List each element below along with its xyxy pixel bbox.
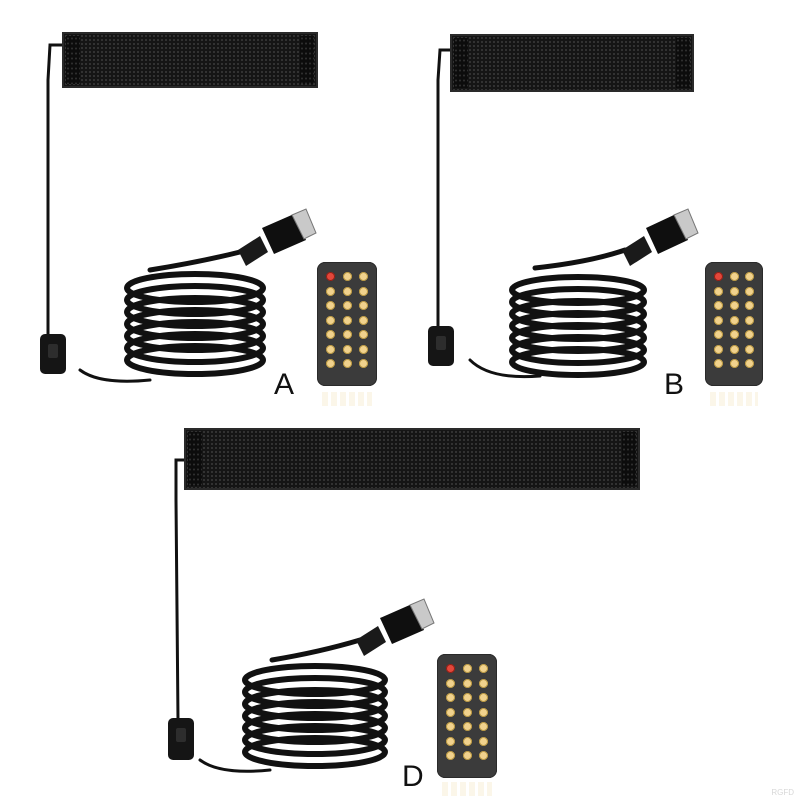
- remote-button: [359, 330, 368, 339]
- remote-b-reflection: [710, 392, 758, 406]
- remote-button: [479, 751, 488, 760]
- remote-button: [342, 286, 352, 296]
- remote-button: [359, 315, 368, 325]
- remote-b: [705, 262, 763, 386]
- remote-button: [714, 330, 723, 339]
- remote-button: [446, 707, 455, 717]
- remote-button: [729, 344, 739, 354]
- variant-label-a: A: [274, 368, 295, 401]
- remote-button: [446, 736, 455, 746]
- remote-button: [342, 330, 352, 339]
- power-button-icon: [326, 272, 335, 281]
- remote-button: [446, 751, 455, 760]
- remote-button: [729, 359, 739, 368]
- remote-button: [714, 301, 723, 310]
- inline-switch-b: [428, 326, 454, 366]
- remote-button: [729, 315, 739, 325]
- remote-button: [462, 707, 472, 717]
- remote-button: [359, 286, 368, 296]
- remote-button: [745, 286, 754, 296]
- remote-button: [462, 678, 472, 688]
- remote-button: [326, 301, 335, 310]
- remote-button: [462, 693, 472, 702]
- remote-button: [714, 359, 723, 368]
- remote-button: [462, 664, 472, 673]
- remote-button: [479, 664, 488, 673]
- remote-button: [714, 286, 723, 296]
- remote-button: [745, 315, 754, 325]
- remote-button: [342, 272, 352, 281]
- remote-a-reflection: [322, 392, 372, 406]
- remote-button: [446, 678, 455, 688]
- power-button-icon: [446, 664, 455, 673]
- remote-button: [326, 344, 335, 354]
- remote-button: [479, 722, 488, 731]
- remote-button: [462, 751, 472, 760]
- remote-button: [326, 330, 335, 339]
- remote-button: [462, 722, 472, 731]
- remote-button: [479, 707, 488, 717]
- remote-button: [729, 301, 739, 310]
- inline-switch-a: [40, 334, 66, 374]
- led-panel-d: [184, 428, 640, 490]
- variant-label-b: B: [664, 368, 685, 401]
- remote-button: [326, 359, 335, 368]
- variant-label-d: D: [402, 760, 424, 793]
- remote-button: [359, 301, 368, 310]
- remote-button: [745, 359, 754, 368]
- led-panel-b: [450, 34, 694, 92]
- remote-d: [437, 654, 497, 778]
- remote-button: [479, 736, 488, 746]
- remote-button: [342, 359, 352, 368]
- watermark: RGFD: [771, 788, 794, 797]
- remote-button: [359, 344, 368, 354]
- remote-button: [342, 315, 352, 325]
- remote-button: [745, 330, 754, 339]
- cable-b: [436, 48, 647, 379]
- usb-plug-b: [622, 208, 699, 266]
- remote-button: [359, 359, 368, 368]
- remote-button: [745, 272, 754, 281]
- remote-a: [317, 262, 377, 386]
- usb-plug-a: [238, 208, 317, 266]
- remote-button: [745, 344, 754, 354]
- power-button-icon: [714, 272, 723, 281]
- remote-button: [446, 693, 455, 702]
- remote-button: [342, 301, 352, 310]
- cable-a: [46, 43, 266, 383]
- usb-plug-d: [356, 598, 435, 656]
- remote-button: [729, 272, 739, 281]
- remote-button: [714, 344, 723, 354]
- remote-button: [326, 315, 335, 325]
- remote-button: [479, 693, 488, 702]
- remote-button: [745, 301, 754, 310]
- led-panel-a: [62, 32, 318, 88]
- cable-d: [174, 458, 388, 773]
- remote-d-reflection: [442, 782, 492, 796]
- remote-button: [462, 736, 472, 746]
- remote-button: [714, 315, 723, 325]
- remote-button: [729, 330, 739, 339]
- remote-button: [446, 722, 455, 731]
- remote-button: [326, 286, 335, 296]
- remote-button: [729, 286, 739, 296]
- remote-button: [479, 678, 488, 688]
- remote-button: [342, 344, 352, 354]
- inline-switch-d: [168, 718, 194, 760]
- remote-button: [359, 272, 368, 281]
